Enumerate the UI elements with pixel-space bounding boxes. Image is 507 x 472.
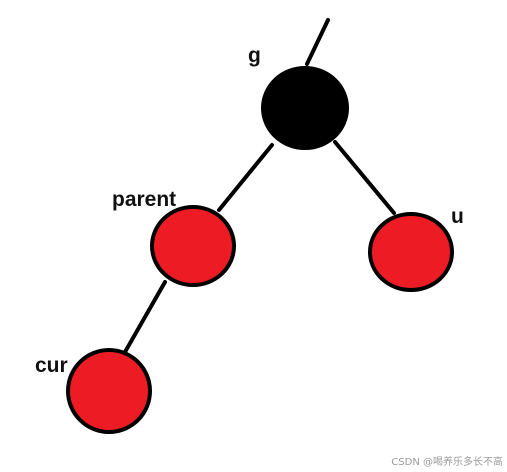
watermark-text: CSDN @喝养乐多长不高: [391, 455, 503, 468]
label-parent: parent: [112, 188, 176, 211]
node-g: [261, 66, 349, 150]
edge-parent-cur: [123, 280, 167, 354]
node-cur: [66, 348, 152, 434]
edge-g-parent: [217, 143, 274, 212]
node-parent: [150, 205, 236, 287]
label-cur: cur: [35, 354, 68, 377]
label-g: g: [248, 44, 261, 67]
edge-g-u: [333, 140, 396, 215]
label-u: u: [451, 205, 464, 228]
node-u: [368, 212, 454, 292]
edge-to-g-parent-link: [305, 18, 330, 66]
